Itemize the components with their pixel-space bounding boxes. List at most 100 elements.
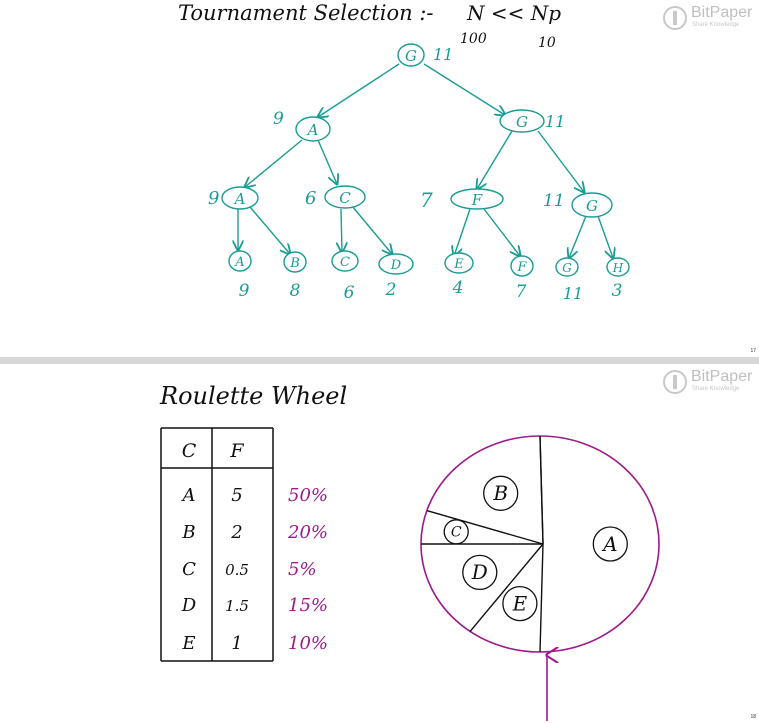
edge-a-a [245,139,303,187]
row-chromosome: B [181,522,195,543]
row-fitness: 2 [230,522,242,543]
node-score: 11 [543,191,565,211]
slice-boundary [469,543,544,632]
edge-root-a [318,63,400,117]
leaf-node: H 3 [606,257,630,301]
leaf-node: A 9 [228,250,252,301]
node-outline [378,253,414,275]
leaf-score: 7 [516,282,527,302]
row-percentage: 50% [288,485,328,506]
row-chromosome: A [181,485,196,506]
tree-edges [238,63,613,258]
node-score: 7 [420,188,433,212]
table-header-c: C [182,440,197,462]
edge-leaf-f [483,208,520,256]
node-label: C [340,255,350,270]
node-outline [324,185,366,209]
node-outline [397,43,425,67]
node-outline [331,250,359,272]
slice-label-circle [502,585,538,622]
logo-tagline: Share Knowledge [692,386,740,392]
node-label: E [453,257,464,272]
edge-leaf-c [341,208,342,252]
slice-boundary [539,435,544,545]
page-number: 18 [750,714,756,720]
row-chromosome: C [182,559,196,580]
row-percentage: 5% [288,559,317,580]
leaf-node: F 7 [510,255,534,302]
edge-leaf-b [249,206,290,254]
node-label: F [471,191,483,209]
table-row: E 1 10% [181,633,328,654]
tournament-canvas: Tournament Selection :- N << Np 100 10 G… [178,1,630,303]
n-value: 100 [460,31,487,47]
node-score: 11 [545,112,565,131]
slice-label-circle [443,519,469,545]
node-score: 6 [305,188,316,209]
row-fitness: 0.5 [225,561,249,579]
slice-label: B [492,481,508,505]
leaf-node: C 6 [331,250,359,303]
bitpaper-logo-icon [663,6,687,30]
node-label: H [612,261,624,275]
leaf-score: 11 [563,284,583,303]
tree-node-l1-g: G 11 [499,109,565,133]
leaf-score: 6 [344,283,355,303]
edge-leaf-d [351,205,392,254]
leaf-node: B 8 [283,251,307,301]
node-label: C [339,189,351,207]
bitpaper-logo-icon [663,370,687,394]
bitpaper-logo: BitPaper Share Knowledge [661,4,753,36]
node-score: 11 [433,45,453,64]
page-title: Tournament Selection :- [178,1,434,25]
node-label: D [390,258,402,273]
node-score: 9 [273,109,284,129]
slice-label: E [512,591,528,615]
tree-node-l2-a: A 9 [208,186,259,210]
fitness-table-rows: A 5 50% B 2 20% C 0.5 5% D 1.5 15% E 1 [181,485,329,654]
formula-text: N << Np [466,1,561,25]
leaf-node: D 2 [378,253,414,300]
row-fitness: 1 [231,633,242,654]
tree-node-l1-a: A 9 [273,109,331,142]
leaf-node: G 11 [555,257,583,303]
table-header-f: F [229,440,244,462]
node-outline [283,251,307,273]
roulette-canvas: Roulette Wheel C F A 5 50% B 2 20% C [159,382,660,721]
row-fitness: 1.5 [225,597,249,615]
node-label: A [233,190,246,208]
node-outline [571,192,613,218]
node-outline [499,109,545,133]
bitpaper-logo: BitPaper Share Knowledge [661,368,753,400]
logo-name: BitPaper [691,4,753,21]
tree-node-l2-c: C 6 [305,185,366,209]
page-title: Roulette Wheel [159,382,347,410]
row-chromosome: E [181,633,195,654]
table-row: A 5 50% [181,485,329,506]
page-roulette-wheel: Roulette Wheel C F A 5 50% B 2 20% C [0,364,759,723]
slice-label-circle [462,554,498,591]
node-outline [221,186,259,210]
node-outline [228,250,252,272]
node-outline [450,188,504,210]
edge-a-c [317,139,337,184]
tree-node-l2-f: F 7 [420,188,504,212]
leaf-score: 3 [612,281,623,301]
node-label: A [306,121,319,139]
leaf-score: 9 [239,281,250,301]
tree-node-l2-g: G 11 [543,191,613,218]
edge-leaf-g [569,215,587,258]
row-percentage: 20% [287,522,328,543]
slice-label-circle [592,526,628,562]
slice-boundary [426,509,544,545]
table-row: B 2 20% [181,522,328,543]
np-value: 10 [538,35,556,51]
fitness-table-grid [160,427,274,662]
node-outline [295,116,331,142]
node-label: G [516,113,528,131]
row-chromosome: D [181,595,197,616]
leaf-score: 8 [290,281,301,301]
edge-leaf-h [597,215,613,258]
edge-leaf-e [454,208,471,256]
